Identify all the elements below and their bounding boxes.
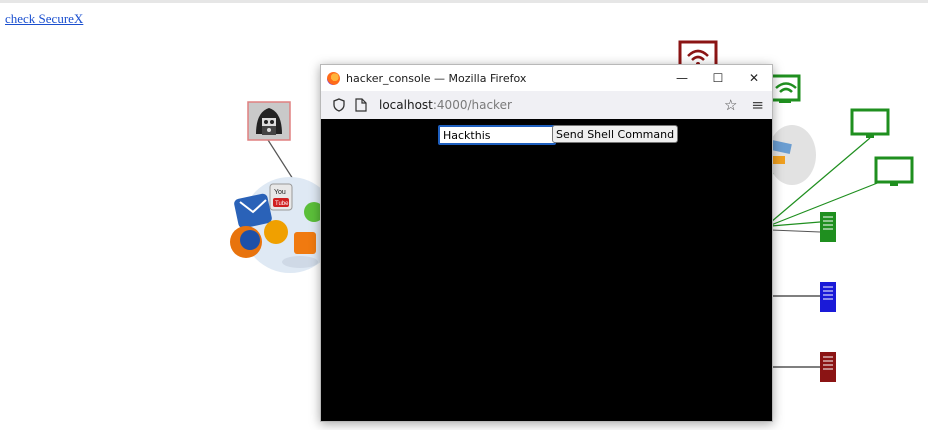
wifi-router-icon-2 bbox=[769, 74, 801, 103]
firefox-logo-icon bbox=[327, 71, 340, 85]
console-content: Send Shell Command bbox=[321, 119, 772, 419]
check-securex-link[interactable]: check SecureX bbox=[5, 11, 84, 26]
shield-icon[interactable] bbox=[331, 97, 347, 113]
send-shell-command-button[interactable]: Send Shell Command bbox=[552, 125, 679, 143]
svg-text:You: You bbox=[274, 189, 286, 196]
bookmark-star-icon[interactable]: ☆ bbox=[723, 96, 738, 114]
link-monitor-2 bbox=[770, 179, 886, 226]
url-bar[interactable]: localhost:4000/hacker ☆ ≡ bbox=[321, 91, 772, 119]
url-host: localhost bbox=[379, 98, 433, 112]
link-server-green-2 bbox=[770, 229, 821, 233]
server-icon-blue bbox=[820, 282, 836, 312]
window-titlebar: hacker_console — Mozilla Firefox — ☐ ✕ bbox=[321, 65, 772, 91]
security-camera-icon bbox=[768, 125, 816, 185]
page-icon bbox=[353, 97, 369, 113]
server-icon bbox=[820, 212, 836, 242]
shell-command-input[interactable] bbox=[438, 125, 556, 145]
url-path: :4000/hacker bbox=[432, 98, 512, 112]
window-title: hacker_console — Mozilla Firefox bbox=[346, 71, 527, 85]
server-icon-red bbox=[820, 352, 836, 382]
maximize-button[interactable]: ☐ bbox=[712, 71, 724, 85]
link-server-green bbox=[770, 221, 821, 227]
monitor-icon bbox=[850, 108, 890, 138]
social-media-icon: You Tube bbox=[230, 177, 338, 273]
menu-icon[interactable]: ≡ bbox=[751, 96, 764, 114]
url-text[interactable]: localhost:4000/hacker bbox=[379, 98, 512, 112]
top-border bbox=[0, 0, 928, 3]
close-button[interactable]: ✕ bbox=[748, 71, 760, 85]
monitor-icon-2 bbox=[874, 156, 914, 186]
svg-text:Tube: Tube bbox=[275, 201, 289, 207]
firefox-window: hacker_console — Mozilla Firefox — ☐ ✕ l… bbox=[320, 64, 773, 422]
link-monitor-1 bbox=[770, 137, 871, 223]
hacker-icon bbox=[247, 101, 291, 141]
minimize-button[interactable]: — bbox=[676, 71, 688, 85]
